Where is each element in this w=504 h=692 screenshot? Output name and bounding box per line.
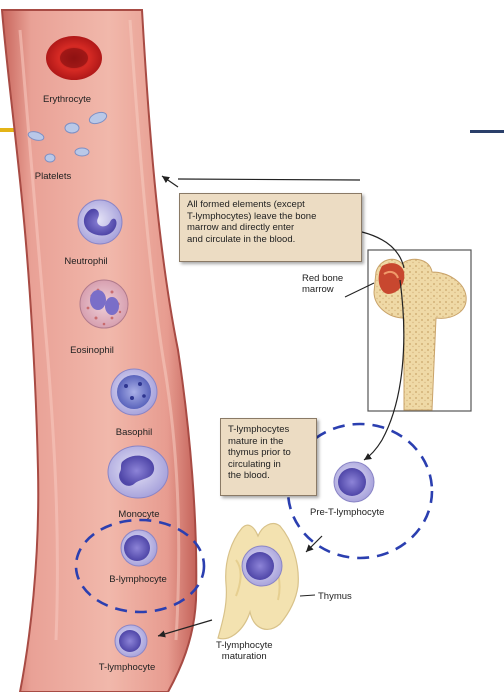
label-red-bone-marrow: Red bone marrow (302, 273, 343, 295)
b-lymphocyte-cell (120, 529, 158, 567)
thymus-organ (217, 523, 299, 640)
callout-formed-line-1: All formed elements (except (187, 199, 305, 210)
neutrophil-cell (77, 199, 123, 245)
bone-marrow-box (367, 249, 472, 412)
callout-formed-line-3: marrow and directly enter (187, 222, 295, 233)
callout-formed-elements: All formed elements (except T-lymphocyte… (179, 193, 362, 262)
label-b-lymphocyte: B-lymphocyte (109, 574, 167, 585)
label-erythrocyte: Erythrocyte (42, 94, 92, 105)
monocyte-cell (107, 445, 169, 499)
arrow-thymus-to-vessel (157, 619, 213, 638)
callout-t-line-2: mature in the (228, 435, 284, 447)
dashed-highlight-pre-t (286, 422, 434, 560)
arrow-marrow-curve (361, 231, 405, 269)
label-t-maturation-line-2: maturation (221, 651, 267, 662)
callout-t-maturation: T-lymphocytes mature in the thymus prior… (220, 418, 317, 496)
label-monocyte: Monocyte (118, 509, 160, 520)
callout-t-line-3: thymus prior to (228, 447, 291, 458)
callout-t-line-5: the blood. (228, 470, 270, 481)
label-red-bone-marrow-line-1: Red bone (302, 273, 344, 284)
callout-t-line-4: circulating in (228, 458, 281, 470)
arrow-to-vessel (161, 175, 179, 188)
label-eosinophil: Eosinophil (70, 345, 114, 356)
basophil-cell (110, 368, 158, 416)
label-platelets: Platelets (34, 171, 72, 182)
t-lymphocyte-cell (114, 624, 148, 658)
platelets-cells (27, 111, 108, 163)
label-t-lymphocyte-maturation: T-lymphocyte maturation (216, 640, 273, 662)
label-thymus: Thymus (318, 591, 352, 602)
callout-t-line-1: T-lymphocytes (228, 424, 290, 435)
arrow-to-thymus (305, 535, 323, 553)
dashed-highlight-b-lymphocyte (74, 518, 206, 614)
label-t-lymphocyte: T-lymphocyte (98, 662, 156, 673)
callout-formed-line-4: and circulate in the blood. (187, 233, 296, 245)
label-red-bone-marrow-line-2: marrow (302, 284, 334, 295)
label-t-maturation-line-1: T-lymphocyte (216, 640, 273, 651)
label-pre-t-lymphocyte: Pre-T-lymphocyte (310, 507, 385, 518)
label-neutrophil: Neutrophil (64, 256, 108, 267)
callout-formed-line-2: T-lymphocytes) leave the bone (187, 210, 317, 222)
arrow-to-pre-t (363, 279, 405, 461)
eosinophil-cell (79, 279, 129, 329)
erythrocyte-cell (46, 36, 102, 80)
label-basophil: Basophil (115, 427, 153, 438)
pre-t-lymphocyte-cell (333, 461, 375, 503)
slide-accent-right (470, 130, 504, 133)
